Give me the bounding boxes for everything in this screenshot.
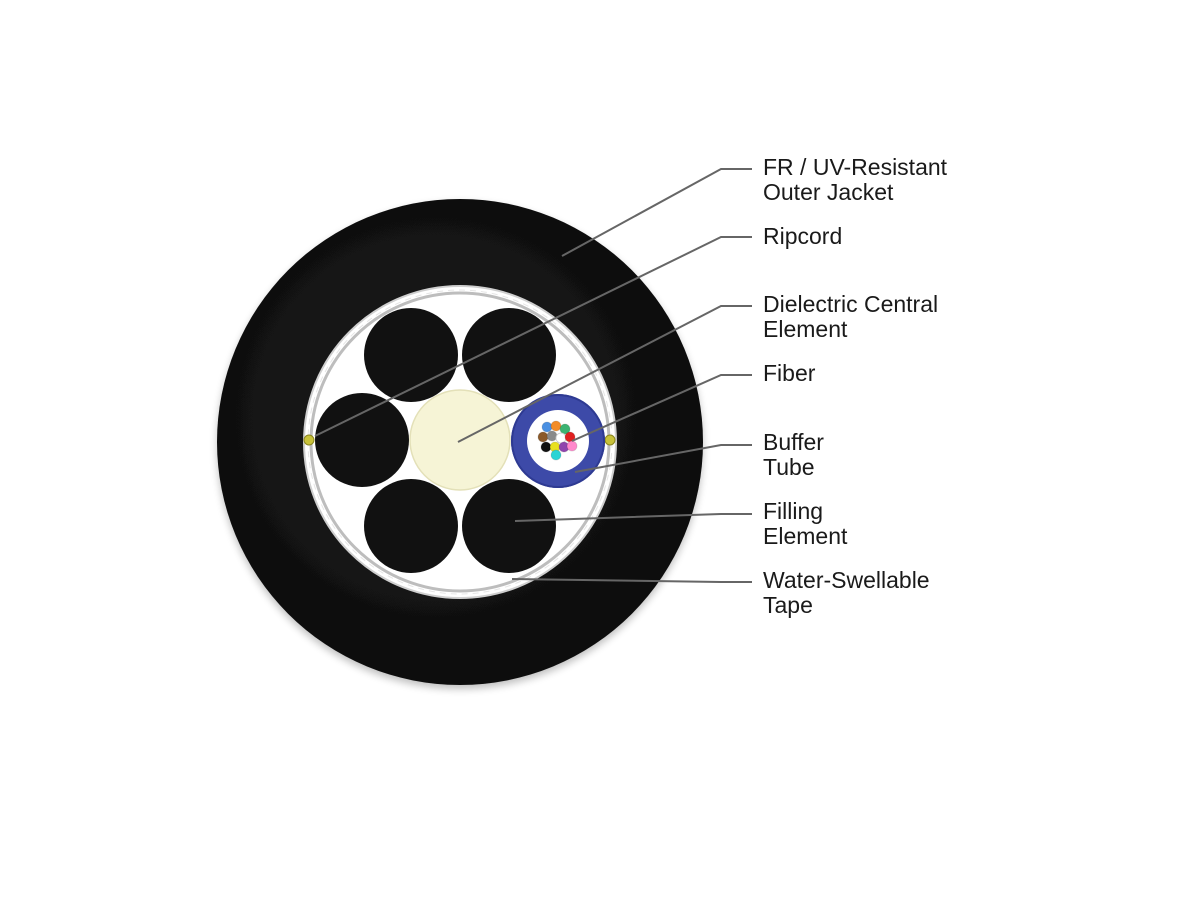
label-line: FR / UV-Resistant — [763, 154, 948, 180]
label-line: Filling — [763, 498, 824, 524]
fiber — [550, 449, 562, 461]
fiber — [540, 441, 552, 453]
label-line: Fiber — [763, 360, 816, 386]
fiber — [555, 432, 567, 444]
fiber — [541, 421, 553, 433]
leader-line-central — [457, 305, 752, 443]
leader-line-filling — [514, 513, 752, 522]
fiber — [546, 430, 558, 442]
label-fiber: Fiber — [763, 361, 815, 386]
filling-element — [462, 479, 556, 573]
leader-line-buffer — [574, 444, 752, 473]
label-line: Ripcord — [763, 223, 843, 249]
fiber-bundle — [537, 420, 578, 461]
leader-line-jacket — [561, 168, 752, 257]
label-line: Tube — [763, 454, 815, 480]
fiber — [550, 420, 562, 432]
leader-line-tape — [511, 578, 752, 583]
ripcord-left — [303, 434, 315, 446]
label-water-swellable-tape: Water-Swellable Tape — [763, 568, 930, 618]
label-buffer-tube: Buffer Tube — [763, 430, 824, 480]
label-dielectric-central-element: Dielectric Central Element — [763, 292, 938, 342]
label-line: Outer Jacket — [763, 179, 894, 205]
label-line: Element — [763, 523, 848, 549]
ripcord-right — [604, 434, 616, 446]
filling-element — [315, 393, 409, 487]
label-line: Element — [763, 316, 848, 342]
filling-element — [364, 479, 458, 573]
label-filling-element: Filling Element — [763, 499, 847, 549]
leader-line-ripcord — [314, 236, 752, 437]
label-line: Water-Swellable — [763, 567, 930, 593]
filling-element — [462, 308, 556, 402]
leader-line-fiber — [571, 374, 752, 442]
label-ripcord: Ripcord — [763, 224, 842, 249]
label-line: Buffer — [763, 429, 824, 455]
label-line: Dielectric Central — [763, 291, 939, 317]
fiber — [559, 423, 571, 435]
label-line: Tape — [763, 592, 813, 618]
fiber — [537, 431, 549, 443]
leader-lines — [314, 168, 752, 583]
buffer-tube-outer-edge — [511, 394, 605, 488]
fiber — [566, 440, 578, 452]
label-outer-jacket: FR / UV-Resistant Outer Jacket — [763, 155, 947, 205]
